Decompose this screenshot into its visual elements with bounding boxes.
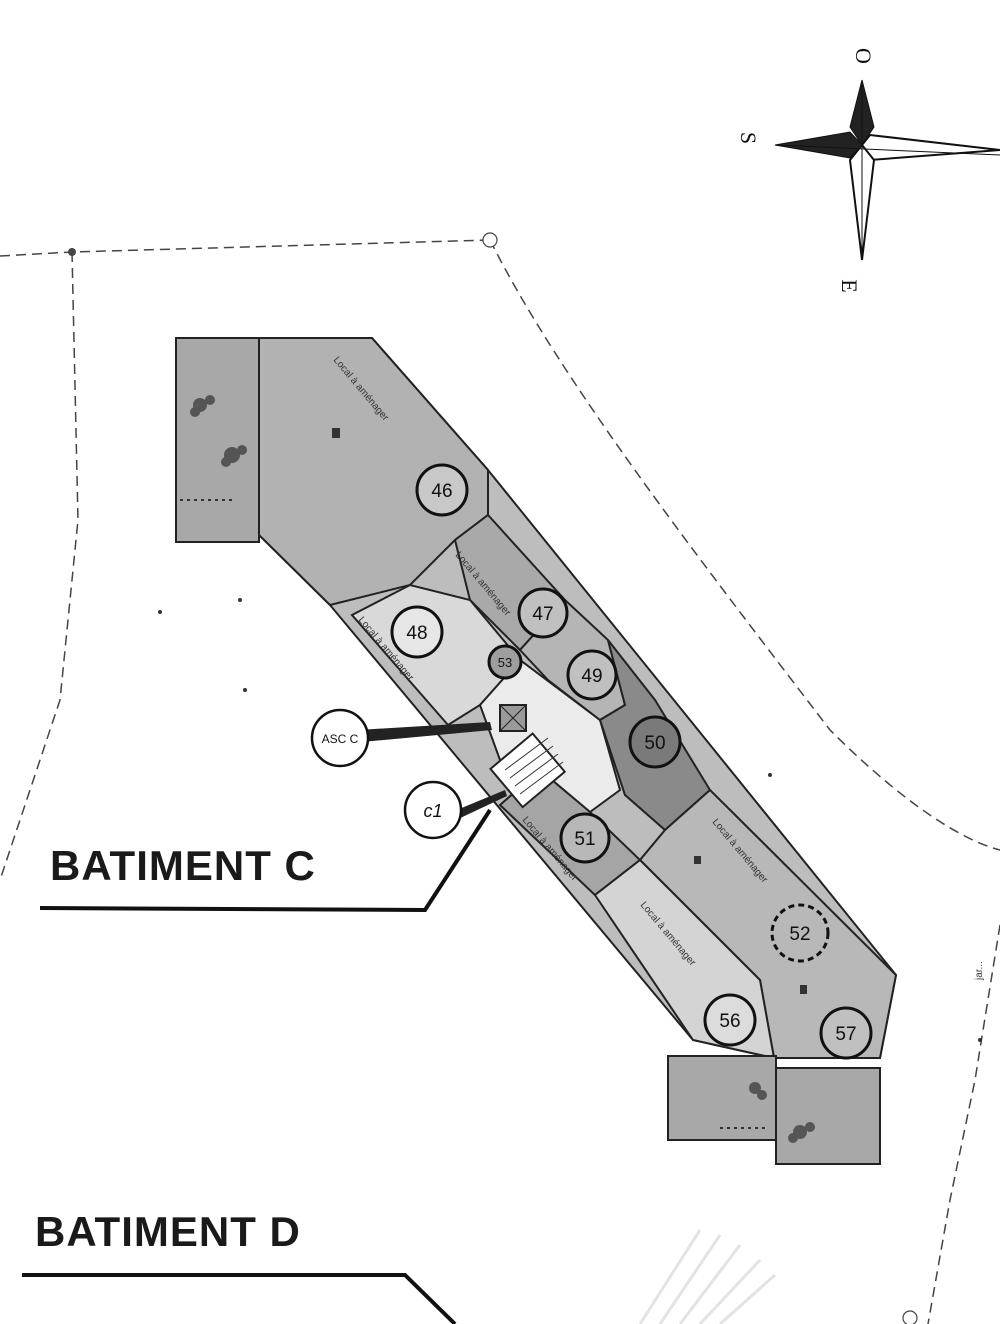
north-letter: O — [851, 48, 876, 64]
building-c-label: BATIMENT C — [50, 842, 316, 889]
stair-callout-label: c1 — [423, 801, 442, 821]
building-c — [175, 337, 898, 1165]
hatched-area — [638, 1229, 776, 1324]
svg-text:46: 46 — [431, 481, 452, 502]
svg-text:49: 49 — [581, 666, 602, 687]
east-letter: E — [837, 279, 862, 292]
garden-bottom-right — [775, 1067, 881, 1165]
svg-text:53: 53 — [498, 655, 512, 670]
garden-top — [175, 337, 260, 543]
lot-46: 46 — [415, 463, 469, 517]
svg-text:57: 57 — [835, 1024, 856, 1045]
svg-text:56: 56 — [719, 1011, 740, 1032]
lot-50: 50 — [628, 715, 682, 769]
lot-53: 53 — [487, 644, 523, 680]
elevator-callout: ASC C — [310, 708, 492, 768]
side-label: jar... — [974, 961, 985, 981]
stair-callout: c1 — [403, 780, 507, 840]
lot-47: 47 — [517, 587, 569, 639]
elevator-callout-label: ASC C — [322, 732, 359, 746]
stair-treads — [504, 737, 564, 795]
south-letter: S — [736, 132, 761, 144]
lot-51: 51 — [559, 812, 611, 864]
small-marks — [158, 428, 982, 1042]
lot-52: 52 — [770, 903, 830, 963]
svg-text:47: 47 — [532, 604, 553, 625]
svg-text:50: 50 — [644, 733, 665, 754]
lot-markers: 46 47 48 49 50 51 52 53 — [390, 463, 873, 1060]
lot-56: 56 — [703, 993, 757, 1047]
svg-text:48: 48 — [406, 623, 427, 644]
building-d-label-group: BATIMENT D — [22, 1208, 457, 1324]
lot-49: 49 — [566, 649, 618, 701]
lot-57: 57 — [819, 1006, 873, 1060]
boundary-marker — [902, 1310, 918, 1324]
tree-symbols — [190, 395, 815, 1143]
compass-rose: O S E — [736, 48, 1000, 293]
svg-text:51: 51 — [574, 829, 595, 850]
stair-block — [489, 732, 567, 809]
boundary-marker — [482, 232, 498, 248]
building-d-label: BATIMENT D — [35, 1208, 301, 1255]
building-c-label-group: BATIMENT C — [39, 808, 492, 913]
boundary-marker — [68, 248, 76, 256]
svg-text:52: 52 — [789, 924, 810, 945]
lot-48: 48 — [390, 605, 444, 659]
dotted-lines — [180, 499, 765, 1129]
